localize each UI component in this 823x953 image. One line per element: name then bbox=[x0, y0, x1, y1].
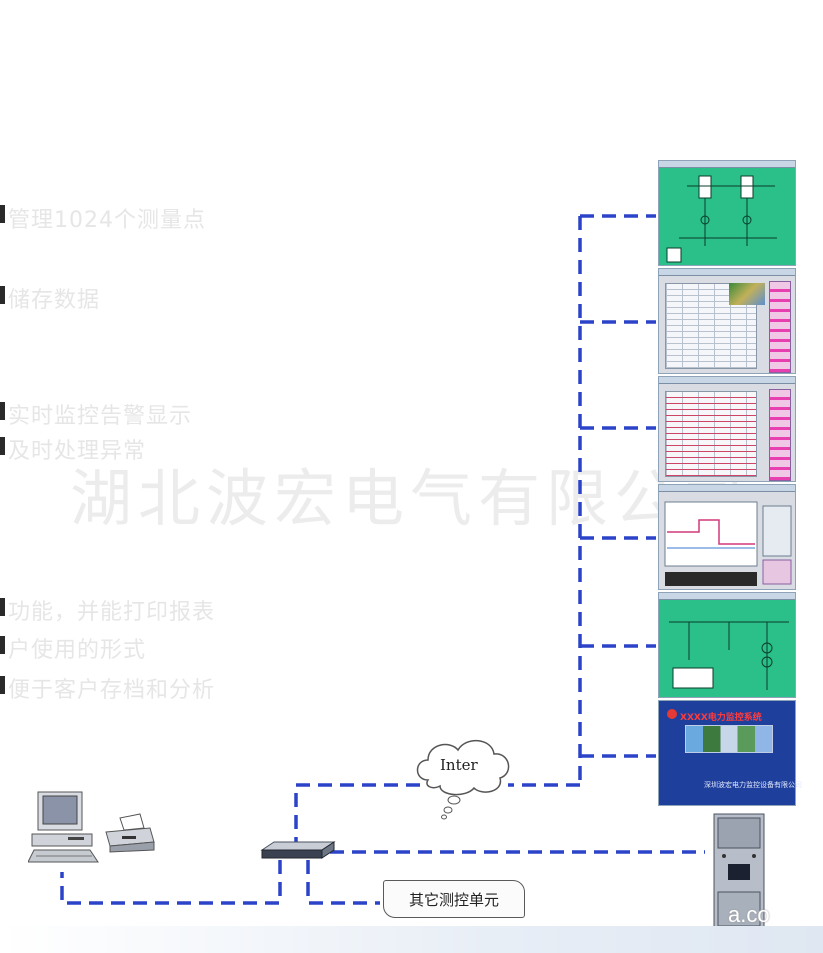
internet-label: Inter bbox=[440, 756, 478, 774]
edge-mark bbox=[0, 286, 5, 304]
photo-thumb bbox=[729, 283, 765, 305]
photo-strip bbox=[685, 725, 773, 753]
screen-menubar bbox=[659, 377, 795, 384]
computer-icon bbox=[28, 791, 99, 863]
edge-mark bbox=[0, 636, 5, 654]
switch-to-units bbox=[306, 860, 380, 905]
edge-mark bbox=[0, 598, 5, 616]
bg-text-line: 功能，并能打印报表 bbox=[8, 600, 216, 625]
status-panel bbox=[769, 389, 791, 481]
screen-menubar bbox=[659, 485, 795, 492]
corner-watermark: a.co bbox=[728, 902, 770, 927]
screen-single-line bbox=[658, 160, 796, 266]
monitor-title: XXXX电力监控系统 bbox=[680, 713, 762, 723]
screen-menubar bbox=[659, 161, 795, 168]
bottom-band bbox=[0, 926, 823, 953]
company-watermark: 湖北波宏电气有限公司 bbox=[70, 462, 751, 535]
logo-emblem bbox=[667, 709, 677, 719]
other-units-label: 其它测控单元 bbox=[383, 880, 525, 918]
edge-mark bbox=[0, 205, 5, 223]
trend-graphic bbox=[664, 501, 792, 586]
screen-circuit bbox=[658, 592, 796, 698]
printer-icon bbox=[105, 813, 155, 853]
status-panel bbox=[769, 281, 791, 373]
screen-title-splash bbox=[658, 700, 796, 806]
screen-menubar bbox=[659, 269, 795, 276]
bg-text-line: 管理1024个测量点 bbox=[8, 208, 206, 233]
switch-to-pc bbox=[60, 860, 282, 905]
bg-text-line: 储存数据 bbox=[8, 288, 101, 313]
bg-text-line: 实时监控告警显示 bbox=[8, 404, 193, 429]
screen-menubar bbox=[659, 593, 795, 600]
screen-trend-chart bbox=[658, 484, 796, 590]
internet-cloud bbox=[416, 740, 510, 820]
data-grid bbox=[665, 391, 757, 477]
bg-text-line: 便于客户存档和分析 bbox=[8, 678, 216, 703]
network-switch-icon bbox=[260, 841, 336, 859]
screen-data-table bbox=[658, 268, 796, 374]
cloud-to-switch bbox=[294, 783, 420, 848]
monitor-footer: 深圳波宏电力监控设备有限公司 bbox=[704, 781, 802, 789]
bg-text-line: 及时处理异常 bbox=[8, 439, 147, 464]
bg-text-line: 户使用的形式 bbox=[8, 638, 147, 663]
screen-data-list bbox=[658, 376, 796, 482]
switchgear-cabinet-icon bbox=[713, 813, 765, 931]
diagram-graphic bbox=[666, 175, 777, 263]
edge-mark bbox=[0, 402, 5, 420]
data-grid bbox=[665, 283, 757, 369]
circuit-graphic bbox=[669, 621, 789, 690]
edge-mark bbox=[0, 676, 5, 694]
edge-mark bbox=[0, 437, 5, 455]
